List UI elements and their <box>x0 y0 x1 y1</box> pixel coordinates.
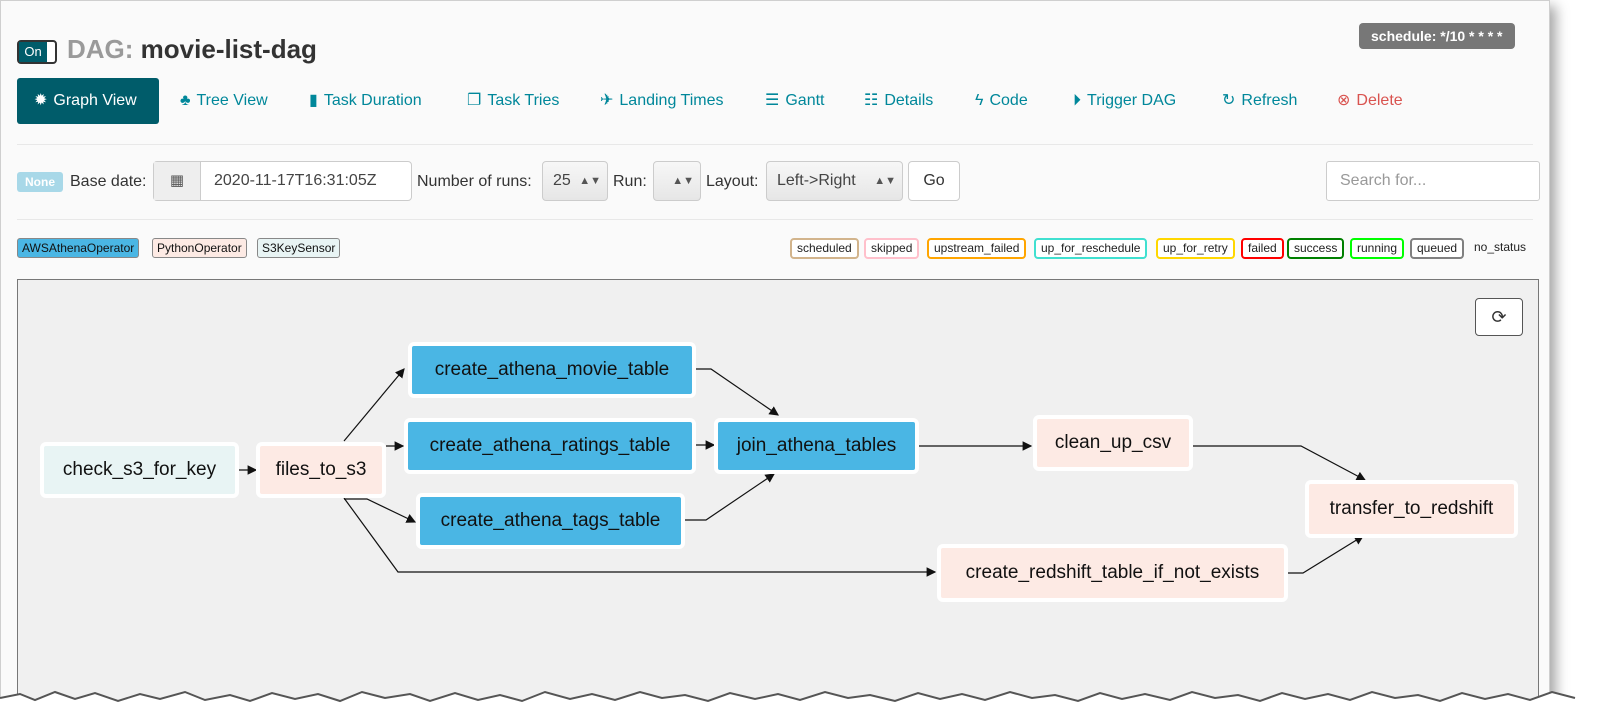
state-legend-up-for-reschedule[interactable]: up_for_reschedule <box>1034 238 1148 259</box>
divider <box>17 144 1533 145</box>
operator-legend-athena: AWSAthenaOperator <box>17 238 140 258</box>
tab-label: Tree View <box>196 92 268 109</box>
number-of-runs-label: Number of runs: <box>417 173 532 190</box>
tab-task-duration[interactable]: ▮ Task Duration <box>309 78 422 124</box>
tab-label: Code <box>989 92 1028 109</box>
delete-button[interactable]: ⊗ Delete <box>1337 78 1403 124</box>
layout-value: Left->Right <box>777 172 856 189</box>
graph-refresh-button[interactable]: ⟳ <box>1475 298 1523 336</box>
dag-name: movie-list-dag <box>140 34 317 64</box>
refresh-icon: ⟳ <box>1491 307 1507 327</box>
page-title: DAG: movie-list-dag <box>67 34 317 65</box>
select-arrows-icon: ▲▼ <box>874 175 896 187</box>
tab-label: Delete <box>1356 92 1403 109</box>
graph-edge <box>685 473 775 521</box>
graph-edge <box>343 368 405 442</box>
align-left-icon: ☰ <box>765 92 780 109</box>
graph-edges <box>238 368 1367 577</box>
task-node-create-athena-ratings-table[interactable]: create_athena_ratings_table <box>404 418 696 474</box>
graph-edge <box>1193 445 1367 481</box>
torn-paper-edge <box>0 690 1600 728</box>
tab-gantt[interactable]: ☰ Gantt <box>765 78 824 124</box>
tab-label: Gantt <box>785 92 825 109</box>
refresh-icon: ↻ <box>1222 92 1236 109</box>
run-label: Run: <box>613 173 647 190</box>
schedule-badge: schedule: */10 * * * * <box>1359 23 1515 49</box>
tab-label: Task Tries <box>487 92 560 109</box>
tab-graph-view[interactable]: ✹ Graph View <box>17 78 159 124</box>
task-node-create-athena-movie-table[interactable]: create_athena_movie_table <box>408 342 696 398</box>
trigger-dag-button[interactable]: ⏵ Trigger DAG <box>1073 78 1176 124</box>
graph-edge <box>344 498 417 523</box>
state-legend-up-for-retry[interactable]: up_for_retry <box>1156 238 1235 259</box>
operator-legend-python: PythonOperator <box>152 238 247 258</box>
divider <box>17 219 1533 220</box>
state-legend-queued[interactable]: queued <box>1410 238 1465 259</box>
copy-icon: ❐ <box>467 92 482 109</box>
number-of-runs-select[interactable]: 25 ▲▼ <box>542 161 608 201</box>
tab-label: Graph View <box>53 92 137 109</box>
dag-on-off-toggle[interactable]: On <box>17 40 57 64</box>
calendar-icon[interactable]: ▦ <box>154 162 201 200</box>
plane-icon: ✈ <box>600 92 614 109</box>
base-date-field[interactable]: ▦ 2020-11-17T16:31:05Z <box>153 161 412 201</box>
tab-label: Landing Times <box>619 92 724 109</box>
state-legend-skipped[interactable]: skipped <box>864 238 920 259</box>
run-select[interactable]: ▲▼ <box>653 161 701 201</box>
bar-chart-icon: ▮ <box>309 92 318 109</box>
task-node-files-to-s3[interactable]: files_to_s3 <box>256 442 386 498</box>
tab-label: Details <box>884 92 934 109</box>
task-node-check-s3-for-key[interactable]: check_s3_for_key <box>40 442 239 498</box>
refresh-button[interactable]: ↻ Refresh <box>1222 78 1297 124</box>
layout-label: Layout: <box>706 173 759 190</box>
state-legend-failed[interactable]: failed <box>1241 238 1284 259</box>
graph-edge <box>696 368 779 416</box>
base-date-label: Base date: <box>70 173 147 190</box>
tree-icon: ♣ <box>180 92 191 109</box>
tab-label: Task Duration <box>323 92 422 109</box>
state-legend-no-status[interactable]: no_status <box>1474 240 1527 254</box>
task-node-join-athena-tables[interactable]: join_athena_tables <box>714 418 919 474</box>
graph-edge <box>343 497 937 577</box>
go-button[interactable]: Go <box>908 161 960 201</box>
select-arrows-icon: ▲▼ <box>672 175 694 187</box>
play-circle-icon: ⏵ <box>1073 92 1082 109</box>
state-legend-upstream-failed[interactable]: upstream_failed <box>927 238 1027 259</box>
tab-tree-view[interactable]: ♣ Tree View <box>180 78 268 124</box>
base-date-value: 2020-11-17T16:31:05Z <box>214 172 377 189</box>
toggle-label: On <box>19 42 47 62</box>
remove-circle-icon: ⊗ <box>1337 92 1351 109</box>
tab-task-tries[interactable]: ❐ Task Tries <box>467 78 559 124</box>
tab-code[interactable]: ϟ Code <box>975 78 1028 124</box>
task-node-clean-up-csv[interactable]: clean_up_csv <box>1033 415 1193 471</box>
tab-details[interactable]: ☷ Details <box>864 78 933 124</box>
search-input[interactable] <box>1326 161 1540 201</box>
tab-label: Refresh <box>1241 92 1298 109</box>
state-legend-success[interactable]: success <box>1287 238 1345 259</box>
bolt-icon: ϟ <box>975 92 984 109</box>
dag-title-prefix: DAG: <box>67 34 134 64</box>
state-legend-running[interactable]: running <box>1350 238 1405 259</box>
graph-edge <box>1288 535 1365 574</box>
task-node-create-redshift-table-if-not-exists[interactable]: create_redshift_table_if_not_exists <box>937 544 1288 602</box>
select-arrows-icon: ▲▼ <box>579 175 601 187</box>
state-badge: None <box>17 172 63 192</box>
task-node-create-athena-tags-table[interactable]: create_athena_tags_table <box>416 493 685 549</box>
airflow-window: On DAG: movie-list-dag schedule: */10 * … <box>0 0 1550 712</box>
gear-icon: ✹ <box>34 92 48 109</box>
layout-select[interactable]: Left->Right ▲▼ <box>766 161 903 201</box>
number-of-runs-value: 25 <box>553 172 571 189</box>
operator-legend-s3sensor: S3KeySensor <box>257 238 341 258</box>
task-node-transfer-to-redshift[interactable]: transfer_to_redshift <box>1305 480 1518 538</box>
state-legend-scheduled[interactable]: scheduled <box>790 238 859 259</box>
list-icon: ☷ <box>864 92 879 109</box>
tab-landing-times[interactable]: ✈ Landing Times <box>600 78 723 124</box>
tab-label: Trigger DAG <box>1087 92 1177 109</box>
